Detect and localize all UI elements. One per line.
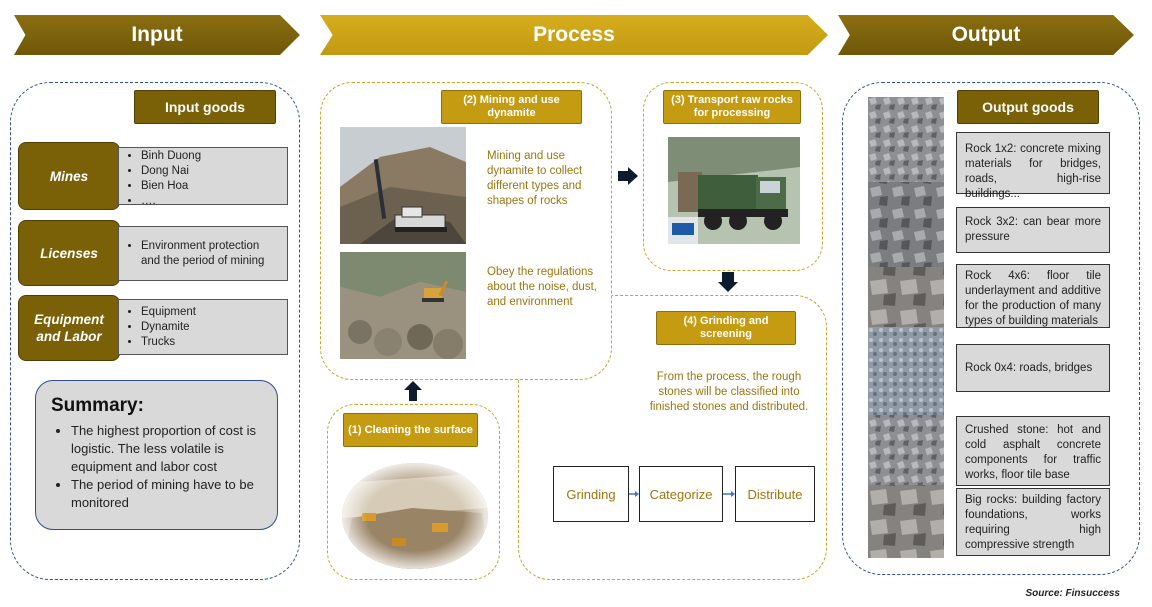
rock-samples-photo bbox=[868, 97, 944, 558]
mines-item: Dong Nai bbox=[141, 164, 281, 179]
quarry-excavator-photo bbox=[340, 252, 466, 359]
output-container bbox=[842, 82, 1140, 575]
output-item-big-rocks: Big rocks: building factory foundations,… bbox=[956, 488, 1110, 556]
arrow-right-icon bbox=[618, 167, 638, 185]
summary-box: Summary: The highest proportion of cost … bbox=[35, 380, 278, 530]
summary-point: The period of mining have to be monitore… bbox=[71, 476, 263, 512]
step4-text: From the process, the rough stones will … bbox=[649, 371, 809, 413]
output-item-rock-4x6: Rock 4x6: floor tile underlayment and ad… bbox=[956, 264, 1110, 328]
dump-truck-photo bbox=[668, 137, 800, 244]
summary-point: The highest proportion of cost is logist… bbox=[71, 422, 263, 476]
flow-arrow-icon bbox=[723, 491, 735, 497]
mines-item: Binh Duong bbox=[141, 149, 281, 164]
output-item-rock-1x2: Rock 1x2: concrete mixing materials for … bbox=[956, 132, 1110, 200]
surface-cleaning-photo bbox=[342, 463, 488, 569]
equipment-labor-item: Equipment bbox=[141, 305, 281, 320]
licenses-label: Licenses bbox=[18, 220, 120, 286]
step2-text1: Mining and use dynamite to collect diffe… bbox=[487, 150, 583, 207]
process-header: Process bbox=[320, 15, 828, 55]
input-goods-title: Input goods bbox=[134, 90, 276, 124]
equipment-labor-item: Dynamite bbox=[141, 320, 281, 335]
licenses-item: Environment protection and the period of… bbox=[141, 239, 281, 269]
step4-title: (4) Grinding and screening bbox=[656, 311, 796, 345]
output-item-rock-3x2: Rock 3x2: can bear more pressure bbox=[956, 207, 1110, 253]
output-item-crushed-stone: Crushed stone: hot and cold asphalt conc… bbox=[956, 416, 1110, 486]
source-note: Source: Finsuccess bbox=[1025, 588, 1120, 599]
drilling-rig-photo bbox=[340, 127, 466, 244]
mines-item: Bien Hoa bbox=[141, 179, 281, 194]
mines-label: Mines bbox=[18, 142, 120, 210]
step3-title: (3) Transport raw rocks for processing bbox=[663, 90, 801, 124]
mines-item: …. bbox=[141, 194, 281, 209]
categorize-box: Categorize bbox=[639, 466, 723, 522]
equipment-labor-item: Trucks bbox=[141, 335, 281, 350]
input-container bbox=[10, 82, 300, 580]
arrow-down-icon bbox=[718, 272, 738, 292]
step2-title: (2) Mining and use dynamite bbox=[441, 90, 582, 124]
input-header: Input bbox=[14, 15, 300, 55]
equipment-labor-list: Equipment Dynamite Trucks bbox=[118, 299, 288, 355]
summary-title: Summary: bbox=[51, 395, 144, 416]
grinding-box: Grinding bbox=[553, 466, 629, 522]
output-item-rock-0x4: Rock 0x4: roads, bridges bbox=[956, 344, 1110, 392]
equipment-labor-label: Equipment and Labor bbox=[18, 295, 120, 361]
mines-list: Binh Duong Dong Nai Bien Hoa …. bbox=[118, 147, 288, 207]
output-header: Output bbox=[838, 15, 1134, 55]
arrow-up-icon bbox=[404, 381, 422, 401]
step1-title: (1) Cleaning the surface bbox=[343, 413, 478, 447]
step2-text2: Obey the regulations about the noise, du… bbox=[487, 266, 597, 308]
flow-arrow-icon bbox=[629, 491, 639, 497]
output-goods-title: Output goods bbox=[957, 90, 1099, 124]
distribute-box: Distribute bbox=[735, 466, 815, 522]
licenses-list: Environment protection and the period of… bbox=[118, 226, 288, 281]
